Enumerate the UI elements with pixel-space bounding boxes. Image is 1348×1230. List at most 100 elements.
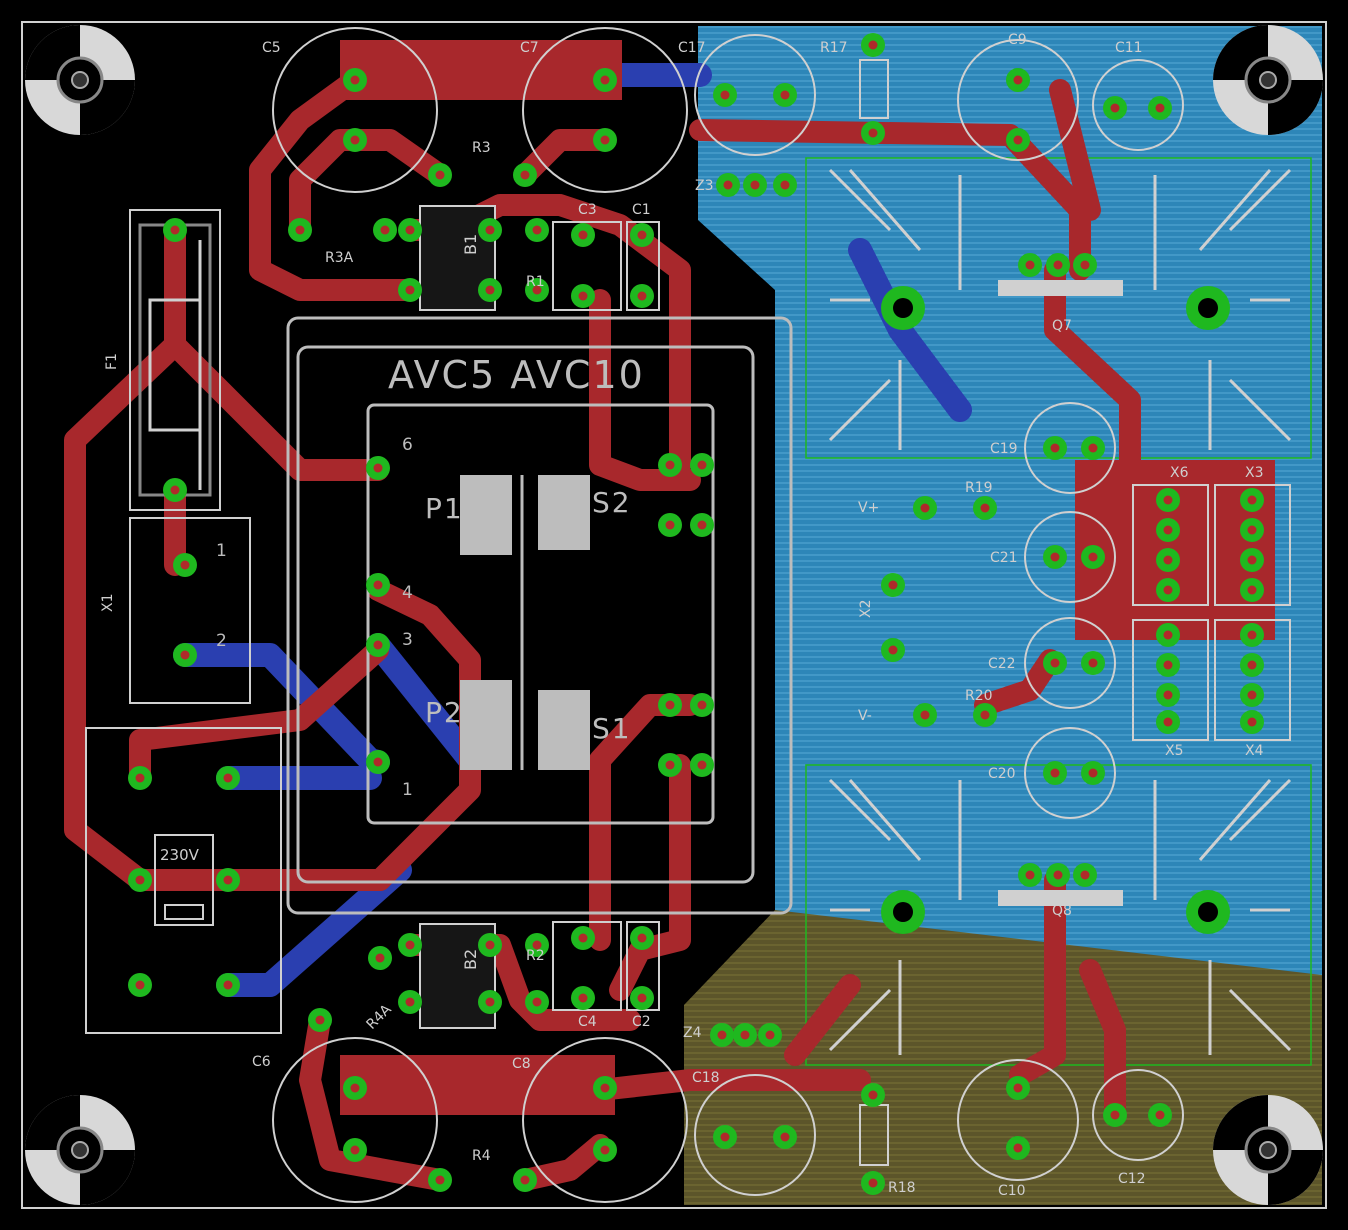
pad-drill xyxy=(373,757,383,767)
terminal-x6[interactable] xyxy=(1132,484,1209,606)
regulator-q8-body[interactable] xyxy=(998,890,1123,906)
cap-c6-body[interactable] xyxy=(272,1037,438,1203)
cap-c2-body[interactable] xyxy=(626,921,660,1011)
pad-drill xyxy=(1088,552,1098,562)
cap-c11-body[interactable] xyxy=(1092,59,1184,151)
pad-drill xyxy=(637,993,647,1003)
label-vminus: V- xyxy=(858,708,872,724)
cap-c4-body[interactable] xyxy=(552,921,622,1011)
cap-c7-body[interactable] xyxy=(522,27,688,193)
cap-c12-body[interactable] xyxy=(1092,1069,1184,1161)
cap-c21-body[interactable] xyxy=(1024,511,1116,603)
pad-drill xyxy=(920,503,930,513)
pad-drill xyxy=(350,135,360,145)
top-copper-pour-right xyxy=(1075,460,1275,640)
through-hole-pads[interactable] xyxy=(128,33,1264,1195)
pad-drill xyxy=(1110,103,1120,113)
pad-drill xyxy=(223,980,233,990)
label-x1: X1 xyxy=(100,594,116,613)
label-c21: C21 xyxy=(990,550,1018,566)
pad-drill xyxy=(485,225,495,235)
pad-drill xyxy=(1110,1110,1120,1120)
cap-c17-body[interactable] xyxy=(694,34,816,156)
pad-drill xyxy=(1013,135,1023,145)
label-f1: F1 xyxy=(104,353,120,370)
label-x3: X3 xyxy=(1245,465,1264,481)
pad-drill xyxy=(637,291,647,301)
pad-drill xyxy=(350,75,360,85)
terminal-x4[interactable] xyxy=(1214,619,1291,741)
pad-drill xyxy=(375,953,385,963)
cap-c22-body[interactable] xyxy=(1024,617,1116,709)
label-c18: C18 xyxy=(692,1070,720,1086)
label-r18: R18 xyxy=(888,1180,916,1196)
terminal-x5[interactable] xyxy=(1132,619,1209,741)
pad-drill xyxy=(1163,555,1173,565)
winding-s1-label: S1 xyxy=(592,712,632,745)
pad-drill xyxy=(1025,260,1035,270)
winding-p2-label: P2 xyxy=(425,696,464,729)
pad-drill xyxy=(1163,585,1173,595)
label-z4: Z4 xyxy=(683,1025,702,1041)
pad-drill xyxy=(1088,443,1098,453)
voltage-selector-switch[interactable] xyxy=(154,834,214,926)
pad-drill xyxy=(520,170,530,180)
label-b2: B2 xyxy=(461,949,480,970)
pad-drill xyxy=(697,520,707,530)
pad-drill xyxy=(888,645,898,655)
x1-pin2-label: 2 xyxy=(216,631,227,651)
pad-drill xyxy=(405,940,415,950)
pad-drill xyxy=(600,75,610,85)
cap-c18-body[interactable] xyxy=(694,1074,816,1196)
label-z3: Z3 xyxy=(695,178,714,194)
pad-drill xyxy=(1155,1110,1165,1120)
winding-p1-label: P1 xyxy=(425,492,464,525)
label-r4a: R4A xyxy=(364,1001,396,1033)
label-r2: R2 xyxy=(526,948,545,964)
regulator-q7-body[interactable] xyxy=(998,280,1123,296)
label-c9: C9 xyxy=(1008,32,1027,48)
pad-drill xyxy=(665,460,675,470)
winding-p1-block xyxy=(460,475,512,555)
pad-drill xyxy=(1013,75,1023,85)
label-q8: Q8 xyxy=(1052,903,1072,919)
pin-4-label: 4 xyxy=(402,583,413,603)
cap-c19-body[interactable] xyxy=(1024,402,1116,494)
pad-drill xyxy=(665,700,675,710)
cap-c5-body[interactable] xyxy=(272,27,438,193)
pad-drill xyxy=(637,230,647,240)
winding-s2-block xyxy=(538,475,590,550)
label-c7: C7 xyxy=(520,40,539,56)
pad-drill xyxy=(1050,552,1060,562)
pad-drill xyxy=(868,40,878,50)
pad-drill xyxy=(532,225,542,235)
cap-c3-body[interactable] xyxy=(552,221,622,311)
pad-drill xyxy=(1080,260,1090,270)
label-x6: X6 xyxy=(1170,465,1189,481)
pad-drill xyxy=(180,650,190,660)
label-c12: C12 xyxy=(1118,1171,1146,1187)
pad-drill xyxy=(373,463,383,473)
pad-drill xyxy=(717,1030,727,1040)
cap-c20-body[interactable] xyxy=(1024,727,1116,819)
terminal-x3[interactable] xyxy=(1214,484,1291,606)
pad-drill xyxy=(405,997,415,1007)
pad-drill xyxy=(350,1083,360,1093)
cap-c1-body[interactable] xyxy=(626,221,660,311)
cap-c8-body[interactable] xyxy=(522,1037,688,1203)
resistor-r17-body[interactable] xyxy=(859,59,889,119)
pad-drill xyxy=(1088,658,1098,668)
pad-drill xyxy=(135,773,145,783)
label-x5: X5 xyxy=(1165,743,1184,759)
pad-drill xyxy=(665,520,675,530)
pad-drill xyxy=(170,225,180,235)
cap-c9-body[interactable] xyxy=(957,39,1079,161)
pad-drill xyxy=(697,760,707,770)
transformer-title: AVC5 AVC10 xyxy=(388,353,645,397)
transformer-outline xyxy=(286,316,793,915)
cap-c10-body[interactable] xyxy=(957,1059,1079,1181)
pad-drill xyxy=(1050,658,1060,668)
pad-drill xyxy=(868,1178,878,1188)
pad-drill xyxy=(1050,768,1060,778)
